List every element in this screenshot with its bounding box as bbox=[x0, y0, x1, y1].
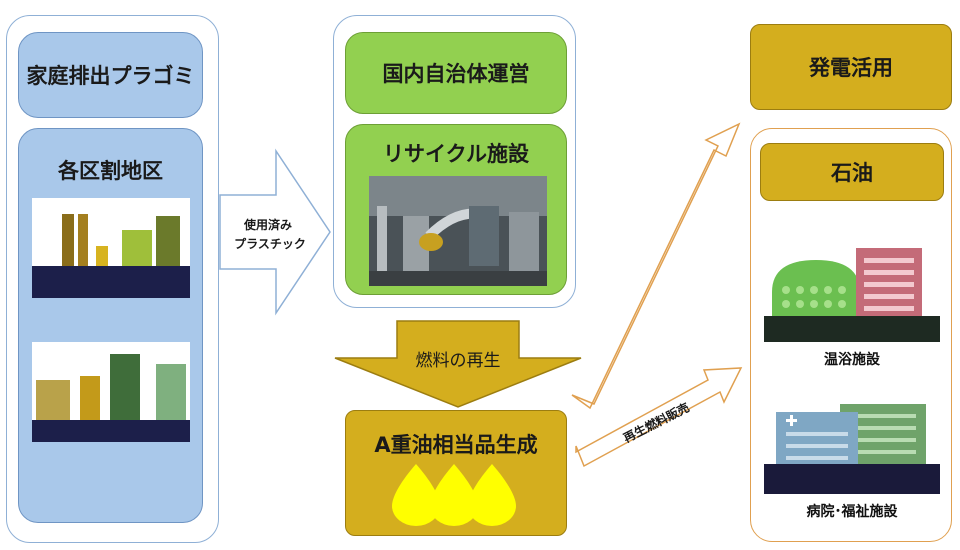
district-box bbox=[18, 128, 203, 523]
input-arrow bbox=[219, 148, 331, 316]
input-arrow-label-2: プラスチック bbox=[234, 236, 306, 251]
fuel-drops-icon bbox=[392, 464, 516, 526]
district-label: 各区割地区 bbox=[58, 159, 163, 183]
hospital-welfare-icon bbox=[764, 404, 940, 494]
city-skyline-image-2 bbox=[32, 342, 190, 442]
hospital-welfare-label: 病院･福祉施設 bbox=[806, 504, 898, 520]
down-arrow bbox=[334, 320, 582, 408]
power-generation-box: 発電活用 bbox=[750, 24, 952, 110]
bath-facility-icon bbox=[764, 248, 940, 342]
municipal-operator-box: 国内自治体運営 bbox=[345, 32, 567, 114]
bath-facility-label: 温浴施設 bbox=[824, 352, 880, 368]
city-skyline-image-1 bbox=[32, 198, 190, 298]
recycling-facility-photo bbox=[369, 176, 547, 286]
recycling-facility-label: リサイクル施設 bbox=[383, 142, 529, 166]
down-arrow-label: 燃料の再生 bbox=[415, 350, 501, 371]
oil-box: 石油 bbox=[760, 143, 944, 201]
input-arrow-label-1: 使用済み bbox=[243, 217, 292, 232]
household-plastic-waste-box: 家庭排出プラゴミ bbox=[18, 32, 203, 118]
heavy-oil-product-label: A重油相当品生成 bbox=[374, 433, 538, 457]
